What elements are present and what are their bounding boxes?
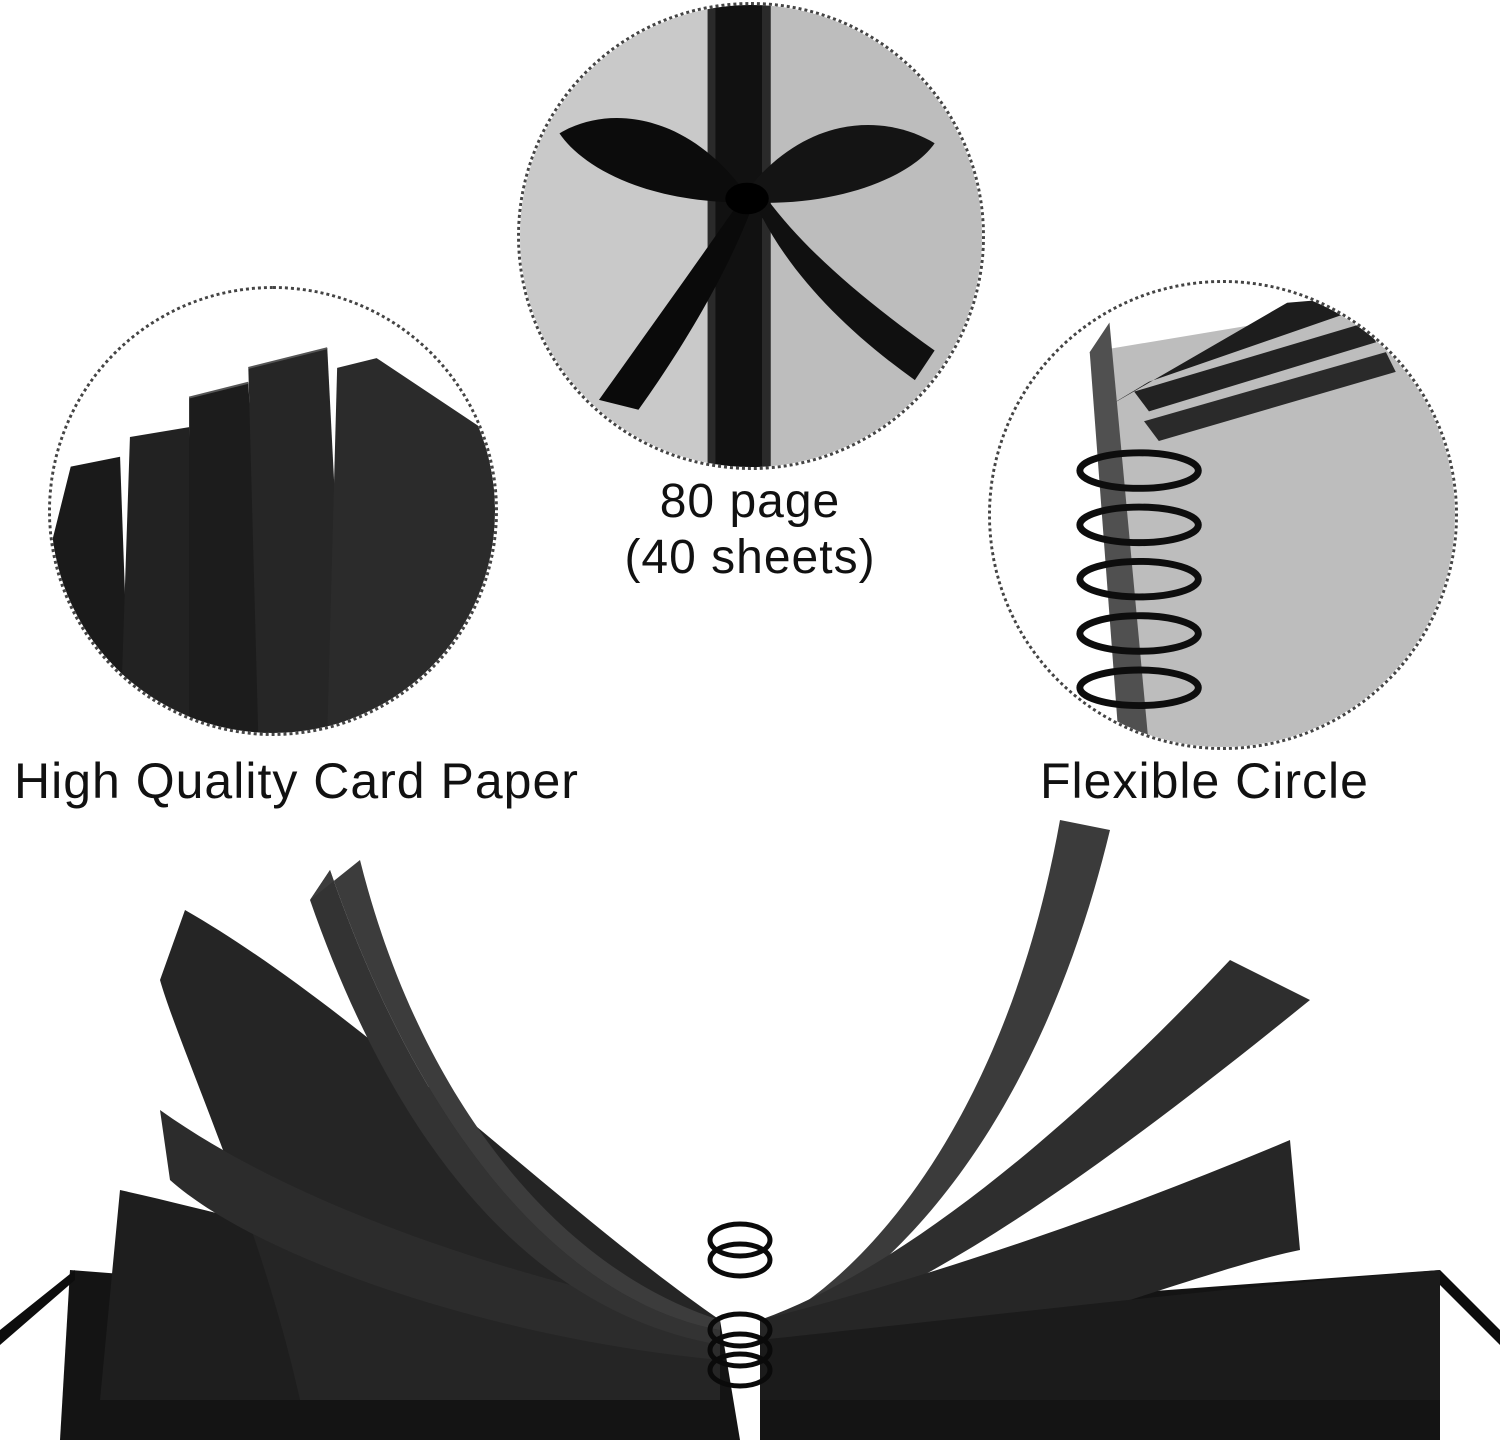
spiral-binding-illustration xyxy=(991,283,1455,747)
sheet-count-line: (40 sheets) xyxy=(624,531,876,584)
open-album-image xyxy=(0,800,1500,1446)
spiral-detail-image xyxy=(988,280,1458,750)
open-album-illustration xyxy=(0,820,1500,1440)
paper-detail-image xyxy=(48,286,498,736)
card-paper-caption: High Quality Card Paper xyxy=(14,753,579,809)
page-count-caption: 80 page (40 sheets) xyxy=(560,474,940,586)
ribbon-bow-illustration xyxy=(520,5,982,467)
ribbon-detail-image xyxy=(517,2,985,470)
flexible-circle-caption: Flexible Circle xyxy=(1040,753,1369,809)
paper-sheets-illustration xyxy=(51,289,495,733)
page-count-line: 80 page xyxy=(659,475,841,528)
